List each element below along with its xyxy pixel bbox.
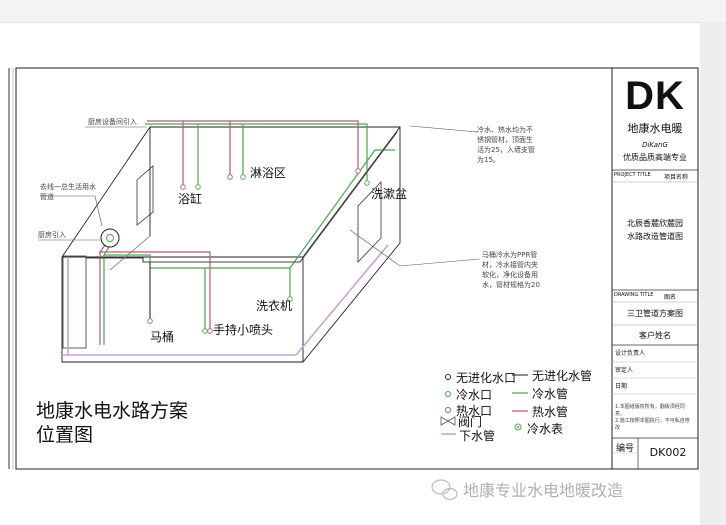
bathtub-label: 浴缸	[178, 192, 203, 206]
drawing-title-cn: 图名	[664, 294, 677, 301]
project-name-line1: 北辰香麓欣麓园	[627, 219, 683, 228]
washbasin-label: 洗漱盆	[371, 187, 408, 201]
purified-water-pipes	[86, 131, 398, 320]
number-label: 编号	[615, 444, 634, 454]
wall-panels	[62, 165, 382, 349]
filter-core	[106, 234, 114, 242]
project-name-line2: 水路改造管道图	[627, 232, 683, 241]
legend-meter-label: 冷水表	[527, 422, 564, 436]
company-name: 地康水电暖	[627, 122, 683, 135]
top-margin	[0, 0, 726, 23]
leader-lines	[38, 125, 481, 267]
project-title-en: PROJECT TITLE	[614, 172, 651, 178]
caption-line1: 地康水电水路方案	[36, 400, 189, 422]
legend-purified-outlet-label: 无进化水口	[456, 371, 517, 385]
legend-cold-outlet	[445, 391, 451, 397]
legend-valve	[440, 416, 456, 426]
client-name: 客户姓名	[639, 331, 671, 340]
legend-purified-outlet	[445, 374, 451, 380]
project-title-cn: 项目名称	[664, 174, 689, 181]
washing-machine-label: 洗衣机	[256, 299, 293, 313]
drawing-number: DK002	[649, 446, 687, 459]
company-en: DiKanG	[642, 141, 668, 149]
filter-unit	[100, 228, 120, 248]
legend-hot-outlet	[445, 407, 451, 413]
cold-water-pipes	[102, 123, 395, 345]
logo-dk: DK	[625, 74, 685, 118]
drain-pipes	[62, 244, 389, 356]
drawing-title-en: DRAWING TITLE	[614, 292, 654, 298]
company-slogan: 优质品质高端专业	[623, 153, 687, 162]
toilet-label: 马桶	[150, 330, 175, 344]
shower-area-label: 淋浴区	[250, 166, 287, 180]
legend-cold-pipe-label: 冷水管	[532, 387, 569, 401]
reviewer: 审定人	[615, 367, 634, 374]
legend-cold-outlet-label: 冷水口	[456, 388, 493, 402]
design-lead: 设计负责人	[615, 350, 646, 357]
ppr-note: 马桶冷水为PPR管材，冷水接管内夹 软化，净化设备用水，管材规格为20	[482, 251, 540, 289]
legend-hot-outlet-label: 热水口	[456, 404, 493, 418]
legend-purified-pipe-label: 无进化水管	[532, 369, 593, 383]
pipe-spec-note: 冷水、热水均为不锈钢管材，顶面生 活为25，入墙支管为15。	[477, 126, 535, 164]
drawing-name: 三卫管道方案图	[627, 309, 683, 318]
date-label: 日期	[615, 383, 628, 390]
right-margin	[700, 22, 726, 525]
filter-note: 去线一总生活用水管道	[40, 183, 96, 201]
room-walls	[61, 126, 401, 363]
legend-meter-dot	[517, 426, 519, 428]
handheld-shower-label: 手持小喷头	[213, 323, 274, 337]
cold-outlets	[147, 174, 370, 334]
kitchen-supply-note: 厨房设备间引入	[88, 118, 137, 126]
legend-hot-pipe-label: 热水管	[532, 405, 569, 419]
kitchen-in-note: 厨房引入	[38, 231, 66, 239]
titleblock-notes: 1.本图纸版权所有，翻版须经同意。 2.施工按照本图执行，不可私自修改	[615, 404, 690, 431]
wechat-icon	[431, 479, 458, 501]
legend-drain-label: 下水管	[459, 429, 496, 443]
sheet-border	[15, 67, 699, 470]
watermark-text: 地康专业水电地暖改造	[463, 481, 624, 500]
caption-line2: 位置图	[36, 424, 94, 446]
legend-meter	[514, 423, 522, 431]
legend-valve-label: 阀门	[458, 415, 483, 429]
hot-water-pipes	[98, 120, 359, 345]
